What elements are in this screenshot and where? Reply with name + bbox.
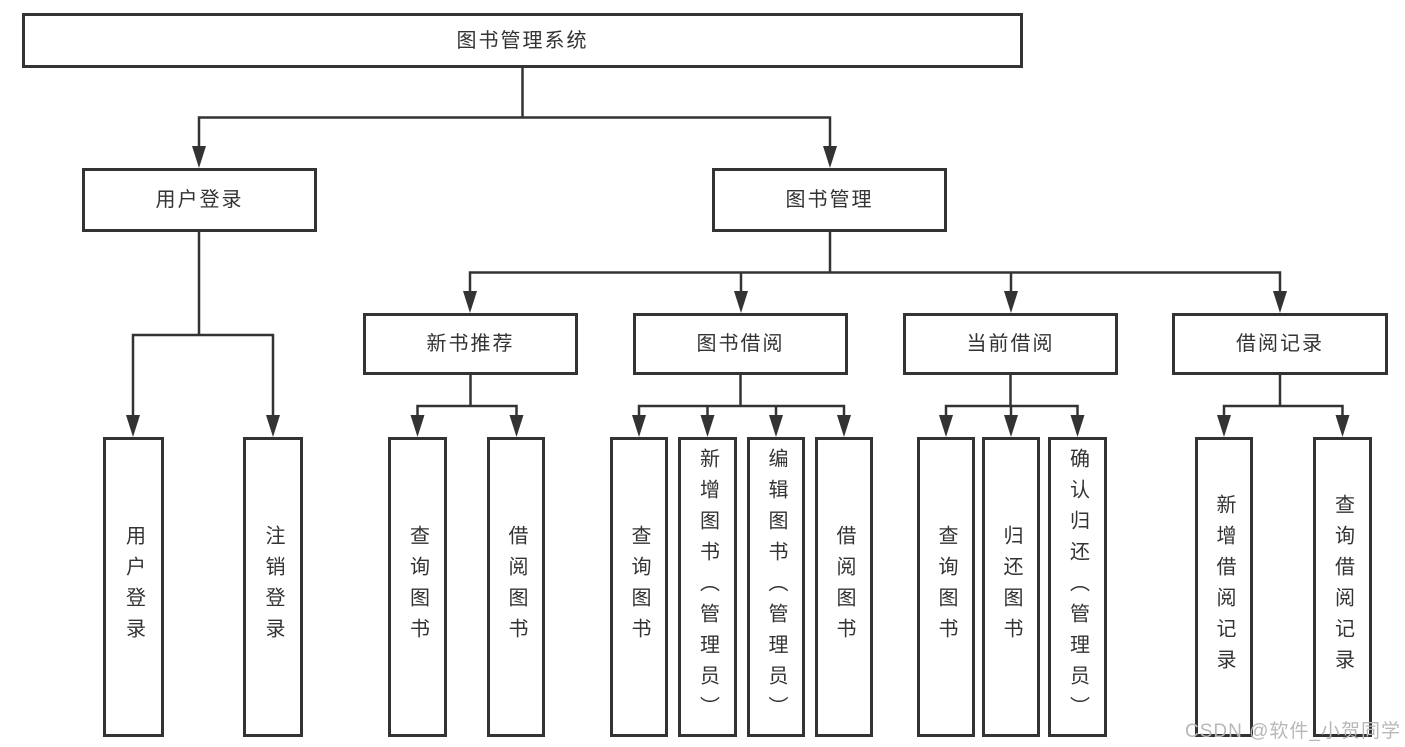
connector-current-to-leaves (944, 375, 1079, 430)
arrow-icon (192, 146, 206, 168)
arrow-icon (410, 415, 425, 437)
leaf-logout: 注销登录 (243, 437, 303, 737)
leaf-add-borrow-record: 新增借阅记录 (1195, 437, 1253, 737)
node-root: 图书管理系统 (22, 13, 1023, 68)
leaf-query-borrow-record-label: 查询借阅记录 (1331, 494, 1354, 680)
leaf-add-books-admin: 新增图书（管理员） (678, 437, 737, 737)
arrow-icon (1004, 415, 1018, 437)
arrow-icon (126, 415, 140, 437)
arrow-icon (463, 291, 477, 313)
leaf-query-books-3-label: 查询图书 (935, 525, 957, 649)
node-current-borrow: 当前借阅 (903, 313, 1118, 375)
node-new-book-recommend: 新书推荐 (363, 313, 578, 375)
node-new-book-recommend-label: 新书推荐 (426, 333, 515, 355)
leaf-confirm-return-admin-label: 确认归还（管理员） (1066, 447, 1089, 727)
watermark-text: CSDN @软件_小贺同学 (1185, 721, 1401, 742)
leaf-query-books-2-label: 查询图书 (628, 525, 650, 649)
leaf-borrow-books-1-label: 借阅图书 (505, 525, 527, 649)
node-user-login-label: 用户登录 (155, 189, 244, 211)
leaf-query-books-3: 查询图书 (917, 437, 975, 737)
arrow-icon (823, 146, 837, 168)
node-borrow-records-label: 借阅记录 (1236, 333, 1324, 355)
node-user-login: 用户登录 (82, 168, 317, 232)
leaf-confirm-return-admin: 确认归还（管理员） (1048, 437, 1107, 737)
connector-bookmgmt-to-sections (468, 232, 1282, 306)
node-book-management-label: 图书管理 (785, 189, 874, 211)
leaf-query-borrow-record: 查询借阅记录 (1313, 437, 1372, 737)
arrow-icon (939, 415, 953, 437)
connector-records-to-leaves (1222, 375, 1344, 430)
node-borrow-records: 借阅记录 (1172, 313, 1388, 375)
node-book-management: 图书管理 (712, 168, 947, 232)
connector-borrow-to-leaves (637, 375, 846, 430)
arrow-icon (700, 415, 715, 437)
leaf-edit-books-admin-label: 编辑图书（管理员） (765, 447, 787, 727)
leaf-user-login-label: 用户登录 (122, 525, 145, 649)
leaf-borrow-books-2: 借阅图书 (815, 437, 873, 737)
arrow-icon (837, 415, 851, 437)
arrow-icon (769, 415, 783, 437)
arrow-icon (734, 291, 748, 313)
leaf-edit-books-admin: 编辑图书（管理员） (747, 437, 805, 737)
arrow-icon (1217, 415, 1231, 437)
node-root-label: 图书管理系统 (456, 29, 589, 52)
leaf-borrow-books-2-label: 借阅图书 (833, 525, 855, 649)
leaf-return-books-label: 归还图书 (1000, 525, 1022, 649)
arrow-icon (1004, 291, 1018, 313)
leaf-add-books-admin-label: 新增图书（管理员） (696, 447, 719, 727)
arrow-icon (1335, 415, 1350, 437)
leaf-query-books-1: 查询图书 (388, 437, 447, 737)
connector-newbook-to-leaves (416, 375, 518, 430)
leaf-add-borrow-record-label: 新增借阅记录 (1213, 494, 1235, 680)
leaf-query-books-2: 查询图书 (610, 437, 668, 737)
arrow-icon (1070, 415, 1085, 437)
leaf-query-books-1-label: 查询图书 (406, 525, 429, 649)
arrow-icon (632, 415, 646, 437)
arrow-icon (1273, 291, 1287, 313)
node-book-borrow: 图书借阅 (633, 313, 848, 375)
arrow-icon (509, 415, 524, 437)
leaf-borrow-books-1: 借阅图书 (487, 437, 545, 737)
arrow-icon (266, 415, 280, 437)
node-current-borrow-label: 当前借阅 (966, 333, 1055, 355)
leaf-logout-label: 注销登录 (262, 525, 284, 649)
connector-userlogin-to-leaves (131, 232, 275, 430)
leaf-user-login: 用户登录 (103, 437, 164, 737)
connector-root-to-level2 (197, 68, 832, 160)
node-book-borrow-label: 图书借阅 (696, 333, 785, 355)
leaf-return-books: 归还图书 (982, 437, 1040, 737)
